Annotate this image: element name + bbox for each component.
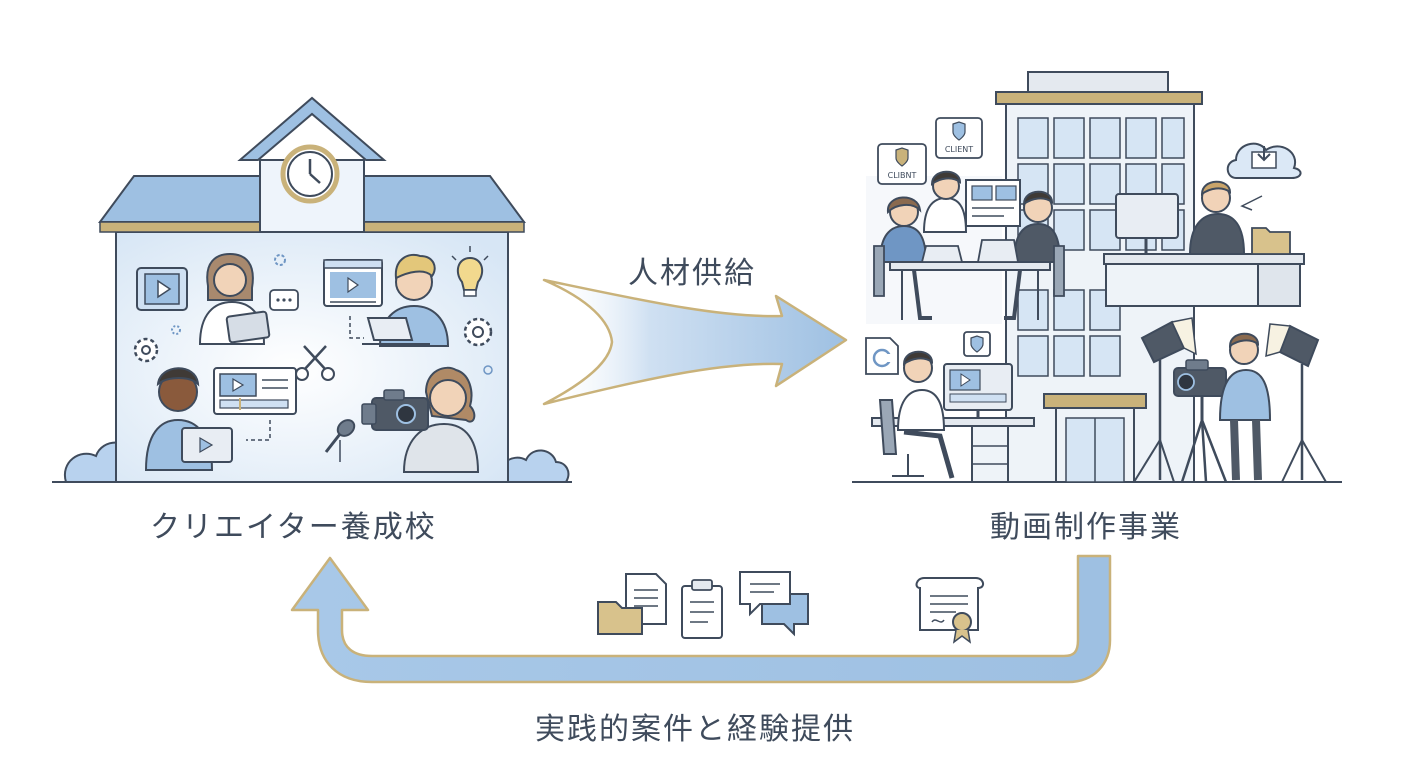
clipboard-icon xyxy=(682,580,722,638)
copyright-doc-icon xyxy=(866,338,898,374)
supply-flow-label: 人材供給 xyxy=(628,248,756,292)
school-label: クリエイター養成校 xyxy=(150,502,437,546)
client-badge-label: CLIENT xyxy=(945,145,973,154)
video-editor-icon xyxy=(214,368,296,414)
company-building: CLIBNT CLIENT xyxy=(852,72,1342,482)
return-flow-label: 実践的案件と経験提供 xyxy=(535,704,855,748)
client-badge-2: CLIENT xyxy=(936,118,982,158)
video-player-icon xyxy=(324,260,382,306)
company-label: 動画制作事業 xyxy=(990,502,1182,546)
gear-icon xyxy=(465,319,491,345)
shield-icon xyxy=(964,332,990,356)
cloud-download-icon xyxy=(1228,144,1301,210)
client-badge-1: CLIBNT xyxy=(878,144,926,184)
film-strip-icon xyxy=(137,268,187,310)
supply-arrow xyxy=(544,280,846,404)
folder-documents-icon xyxy=(598,574,666,634)
gear-icon xyxy=(135,339,157,361)
clock-icon xyxy=(283,147,337,201)
presentation-board-icon xyxy=(966,180,1020,226)
school-building xyxy=(52,98,572,482)
chat-bubbles-icon xyxy=(740,572,808,634)
chat-bubble-icon xyxy=(270,290,298,310)
client-badge-label: CLIBNT xyxy=(888,171,917,180)
certificate-icon xyxy=(917,578,984,642)
